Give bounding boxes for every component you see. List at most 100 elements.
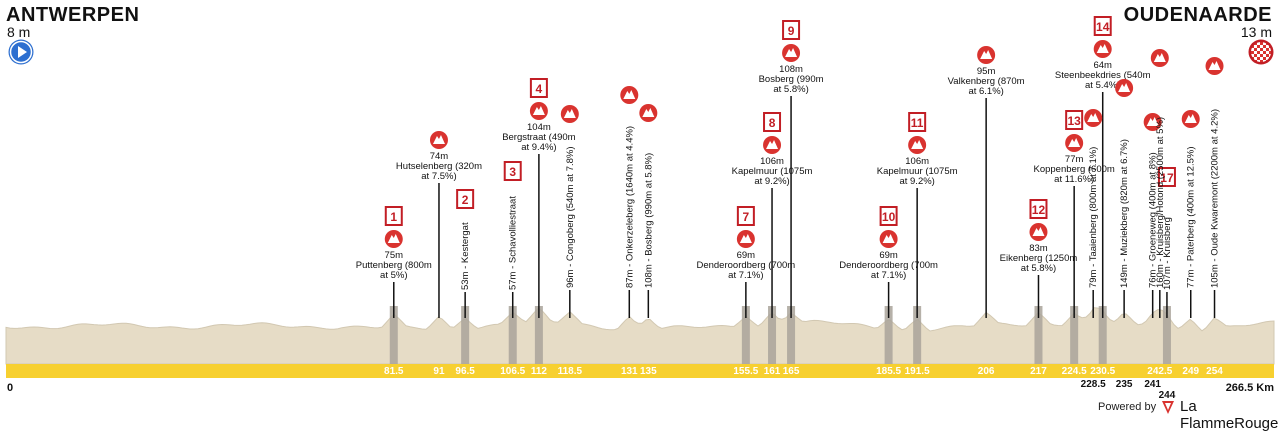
sector-badge-frame (1157, 167, 1176, 187)
climb-marker-icon (736, 230, 755, 248)
sector-name-label: Denderoordberg (700m (839, 260, 938, 271)
sector-number: 4 (536, 82, 543, 96)
sector-badge-frame (1093, 16, 1112, 36)
cobbled-sector-bar (1098, 306, 1107, 364)
km-tick-label: 112 (531, 366, 548, 377)
sector-elevation-label: 106m (905, 156, 929, 167)
km-tick-label: 185.5 (876, 366, 901, 377)
cobbled-sector-bar (1034, 306, 1043, 364)
sector-elevation-label: 104m (527, 122, 551, 133)
sector-number: 8 (769, 116, 776, 130)
mountain-icon (1184, 114, 1197, 123)
climb-marker-icon (1150, 49, 1169, 67)
sector-badge-frame (503, 161, 522, 181)
sector-number: 12 (1032, 203, 1046, 217)
sector-number: 3 (509, 165, 516, 179)
sector-number: 17 (1160, 171, 1174, 185)
sector-detail-label: at 9.2%) (899, 176, 934, 187)
sector-number-badge: 10 (879, 206, 898, 226)
sector-elevation-label: 69m (879, 250, 898, 261)
climb-marker-icon (1143, 113, 1162, 131)
mountain-icon (1068, 138, 1081, 147)
climb-name-label: 149m - Muziekberg (820m at 6.7%) (1119, 139, 1130, 288)
sector-name-label: 53m - Kestergat (460, 222, 471, 290)
sector-number: 11 (911, 116, 924, 130)
climb-marker-icon (560, 105, 579, 123)
sector-number: 9 (788, 24, 795, 38)
sector-number: 13 (1067, 114, 1081, 128)
cobbled-sector-bar (1070, 306, 1079, 364)
axis-end-label: 266.5 Km (1226, 382, 1275, 394)
sector-detail-label: at 5.4%) (1085, 80, 1120, 91)
km-tick-label: 241 (1144, 379, 1161, 390)
km-tick-label: 235 (1116, 379, 1133, 390)
km-tick-label: 96.5 (455, 366, 475, 377)
km-tick-label: 191.5 (905, 366, 930, 377)
cobbled-sector-bar (461, 306, 470, 364)
sector-badge-frame (763, 112, 782, 132)
sector-name-label: Bosberg (990m (759, 74, 824, 85)
sector-badge-frame (456, 189, 475, 209)
sector-detail-label: at 5%) (380, 270, 407, 281)
climb-marker-icon (782, 44, 801, 62)
sector-number: 2 (462, 193, 469, 207)
km-tick-label: 206 (978, 366, 995, 377)
climb-name-label: 87m - Onkerzeleberg (1640m at 4.4%) (624, 126, 635, 288)
sector-detail-label: at 5.8%) (773, 84, 808, 95)
cobbled-sector-bar (1162, 306, 1171, 364)
sector-number-badge: 1 (384, 206, 403, 226)
climb-marker-icon (879, 230, 898, 248)
km-tick-label: 131 (621, 366, 638, 377)
climb-name-label: 160m - Kruisberg/Hotond (2500m at 5%) (1155, 117, 1166, 288)
sector-badge-frame (384, 206, 403, 226)
sector-name-label: 107m - Kruisberg (1162, 217, 1173, 290)
sector-detail-label: at 7.1%) (871, 270, 906, 281)
mountain-icon (432, 135, 445, 144)
mountain-icon (1208, 61, 1221, 70)
flamme-rouge-flag-icon (1162, 401, 1174, 414)
climb-name-label: 96m - Congoberg (540m at 7.8%) (565, 146, 576, 288)
sector-name-label: Puttenberg (800m (356, 260, 432, 271)
climb-marker-icon (384, 230, 403, 248)
sector-badge-frame (736, 206, 755, 226)
sector-elevation-label: 83m (1029, 243, 1048, 254)
powered-by-label: Powered by (1098, 401, 1157, 413)
cobbled-sector-bar (768, 306, 777, 364)
mountain-icon (1032, 227, 1045, 236)
sector-number: 1 (390, 210, 397, 224)
km-tick-label: 242.5 (1147, 366, 1172, 377)
climb-name-label: 77m - Paterberg (400m at 12.5%) (1186, 146, 1197, 288)
sector-name-label: Steenbeekdries (540m (1055, 70, 1151, 81)
sector-name-label: Bergstraat (490m (502, 132, 575, 143)
km-tick-label: 135 (640, 366, 657, 377)
sector-number: 10 (882, 210, 896, 224)
sector-number: 7 (743, 210, 750, 224)
brand-name: La FlammeRouge (1180, 398, 1279, 432)
climb-marker-icon (1181, 110, 1200, 128)
climb-marker-icon (763, 136, 782, 154)
checkered-flag-icon (1248, 39, 1274, 65)
climb-marker-icon (620, 86, 639, 104)
sector-number-badge: 17 (1157, 167, 1176, 187)
sector-badge-frame (1029, 199, 1048, 219)
km-tick-label: 217 (1030, 366, 1047, 377)
mountain-icon (911, 140, 924, 149)
sector-number-badge: 3 (503, 161, 522, 181)
sector-name-label: Denderoordberg (700m (696, 260, 795, 271)
sector-number-badge: 2 (456, 189, 475, 209)
mountain-icon (980, 50, 993, 59)
sector-badge-frame (908, 112, 927, 132)
climb-name-label: 76m - Groeneweg (400m at 8%) (1148, 152, 1159, 288)
finish-altitude: 13 m (1240, 24, 1272, 40)
sector-number-badge: 7 (736, 206, 755, 226)
climb-elevation-label: 95m (977, 66, 996, 77)
climb-marker-icon (1205, 57, 1224, 75)
axis-start-label: 0 (7, 382, 13, 394)
climb-detail-label: at 7.5%) (421, 171, 456, 182)
sector-detail-label: at 5.8%) (1021, 263, 1056, 274)
sector-number-badge: 13 (1065, 110, 1084, 130)
climb-marker-icon (1093, 40, 1112, 58)
km-tick-label: 106.5 (500, 366, 525, 377)
km-tick-label: 91 (433, 366, 445, 377)
